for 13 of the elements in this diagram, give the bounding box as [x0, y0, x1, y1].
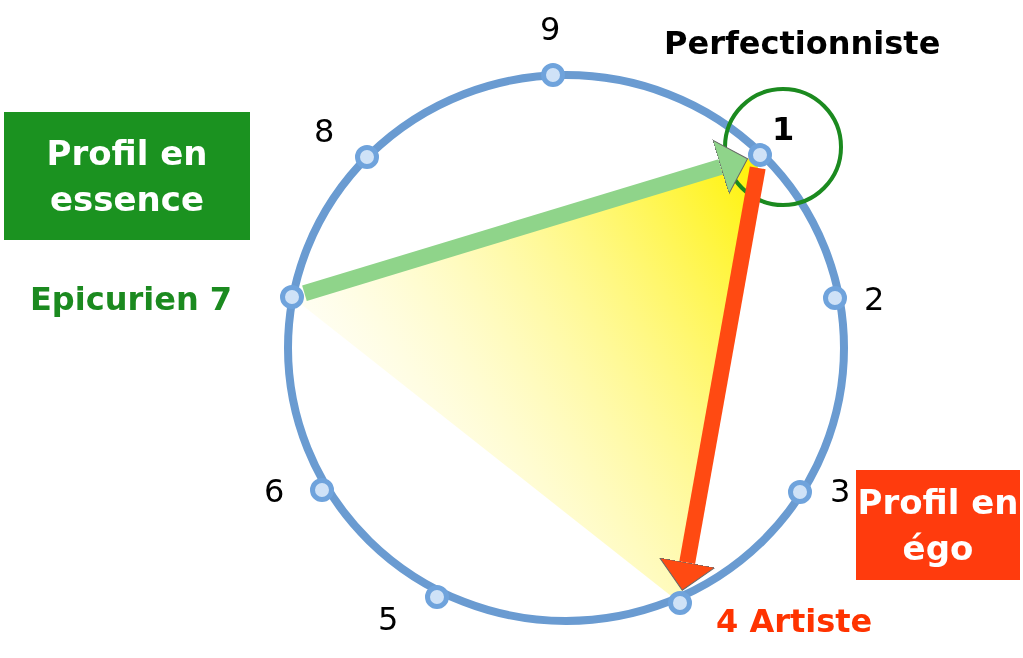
point-number: 3: [830, 472, 851, 510]
point-number: 8: [314, 112, 335, 150]
label-box: Profil en essence: [4, 112, 250, 240]
point-name: Perfectionniste: [664, 24, 941, 62]
arrow: [302, 139, 749, 301]
point-number: 4 Artiste: [716, 602, 873, 640]
label-box: Profil en égo: [856, 470, 1020, 580]
point-number: 5: [378, 600, 399, 638]
point-number: 2: [864, 280, 885, 318]
point-number: 1: [772, 110, 795, 148]
point-number: 9: [540, 10, 561, 48]
point-number: 6: [264, 472, 285, 510]
point-number: Epicurien 7: [30, 280, 233, 318]
